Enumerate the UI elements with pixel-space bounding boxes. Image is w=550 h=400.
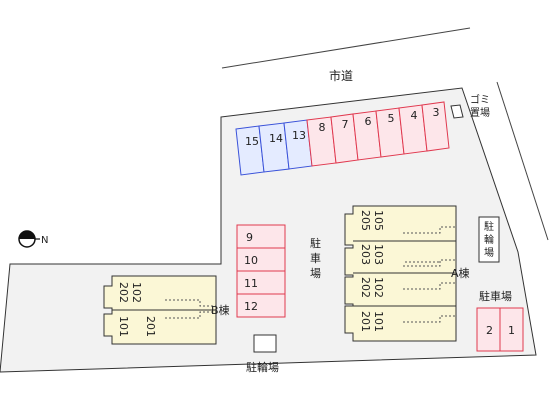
parking-number: 1 [508,324,515,337]
road-edge-line [221,27,471,69]
unit-number: 102 [372,277,385,298]
label-char: 場 [484,246,494,259]
parking-number: 11 [244,277,258,290]
parking-number: 10 [244,254,258,267]
building-a-label: A棟 [451,266,470,280]
unit-number: 102 [130,282,143,303]
unit-number: 205 [359,210,372,231]
label-char: 輪 [484,233,494,246]
parking-label-right: 駐車場 [479,289,512,303]
label-char: 駐 [484,220,494,233]
dashed-corridor [165,299,216,307]
parking-space-1 [499,307,524,352]
parking-number: 7 [342,118,349,131]
dashed-corridor [403,226,456,234]
unit-number: 201 [359,311,372,332]
parking-number: 5 [388,112,395,125]
label-char: 車 [310,251,321,265]
bike-parking-right-label: 駐 輪 場 [484,220,497,259]
dashed-corridor [403,282,456,290]
parking-number: 13 [292,129,306,142]
bike-parking-right-box [478,216,500,263]
parking-space-9 [236,224,286,249]
unit-number: 103 [372,244,385,265]
unit-number: 203 [359,244,372,265]
garbage-label-line1: ゴミ [470,93,490,106]
dashed-corridor [403,315,456,323]
north-arrow-icon: N [18,230,48,248]
building-b-label: B棟 [211,303,230,317]
parking-number: 15 [245,135,259,148]
building-b: 202 102 201 101 [103,275,217,345]
parking-number: 8 [319,121,326,134]
label-char: 場 [310,267,321,280]
dashed-corridor [403,259,456,267]
garbage-box [450,104,464,119]
side-road-line [496,81,549,241]
label-char: 駐 [310,236,321,250]
bike-parking-bottom-label: 駐輪場 [246,360,279,374]
parking-number: 14 [269,132,283,145]
parking-number: 12 [244,300,258,313]
parking-space-12 [236,293,286,318]
parking-number: 6 [365,115,372,128]
unit-number: 202 [359,277,372,298]
top-blue-parking: 15 14 13 [235,119,313,176]
dashed-corridor [165,311,216,319]
parking-space-3 [421,101,450,152]
parking-number: 2 [486,324,493,337]
unit-number: 202 [117,282,130,303]
building-a: 205 105 203 103 202 102 201 101 [344,205,457,342]
unit-number: 201 [144,316,157,337]
parking-number: 4 [411,109,418,122]
center-parking: 9 10 11 12 [236,224,286,318]
parking-number: 3 [433,106,440,119]
garbage-label-line2: 置場 [470,106,490,119]
north-label: N [41,235,48,246]
top-red-parking: 8 7 6 5 4 3 [306,101,450,167]
unit-number: 101 [117,316,130,337]
north-arrow-half [19,231,35,239]
road-label: 市道 [329,68,353,83]
parking-number: 9 [246,231,253,244]
unit-number: 101 [372,311,385,332]
parking-label-center: 駐 車 場 [310,236,325,280]
bike-parking-bottom-box [253,334,277,353]
unit-number: 105 [372,210,385,231]
